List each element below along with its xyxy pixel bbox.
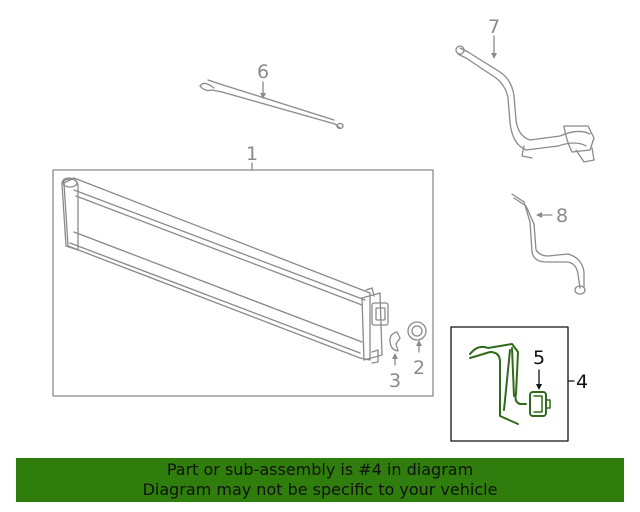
callout-4: 4 bbox=[576, 371, 588, 393]
part-5-detail bbox=[533, 395, 551, 413]
part-2-seal[interactable] bbox=[407, 321, 427, 353]
part-7-bracket bbox=[521, 145, 533, 159]
notice-banner: Part or sub-assembly is #4 in diagram Di… bbox=[16, 458, 624, 502]
cooler-core-fin-line bbox=[69, 242, 361, 354]
cooler-core-top-edge bbox=[73, 189, 366, 301]
callout-2: 2 bbox=[413, 357, 425, 379]
part-7-hose-body-2 bbox=[457, 53, 587, 151]
cooler-bracket bbox=[365, 287, 379, 364]
part-7-end-fitting bbox=[455, 45, 465, 55]
part-5-body bbox=[529, 391, 547, 417]
part-6-tube-body-2 bbox=[207, 79, 335, 121]
part-2-ring-inner bbox=[411, 325, 423, 337]
callout-7: 7 bbox=[488, 16, 500, 38]
cooler-right-fitting-inner bbox=[375, 307, 386, 321]
part-2-ring-outer bbox=[407, 321, 427, 341]
callout-1: 1 bbox=[246, 143, 258, 165]
part-4-assembly[interactable] bbox=[450, 326, 575, 442]
cooler-core-fin-line bbox=[75, 195, 363, 306]
part-5-connector[interactable] bbox=[529, 369, 551, 417]
cooler-core bbox=[63, 177, 371, 361]
cooler-right-fitting bbox=[371, 302, 389, 326]
part-8-pipe-body-2 bbox=[513, 197, 585, 289]
part-5-arrow bbox=[536, 384, 542, 390]
part-6-tube-body bbox=[199, 82, 341, 129]
part-4-frame bbox=[450, 326, 569, 442]
part-4-tube bbox=[469, 343, 527, 405]
part-7-connector-2 bbox=[575, 147, 595, 163]
part-3-clip-shape bbox=[389, 331, 401, 352]
cooler-left-cap bbox=[62, 178, 78, 188]
part-3-clip[interactable] bbox=[389, 331, 401, 366]
part-8-pipe[interactable] bbox=[511, 193, 586, 295]
callout-6: 6 bbox=[257, 61, 269, 83]
part-7-hose[interactable] bbox=[455, 35, 595, 163]
part-1-frame bbox=[52, 169, 434, 397]
part-3-arrow bbox=[392, 353, 398, 359]
part-8-end-fitting bbox=[574, 285, 586, 295]
callout-8: 8 bbox=[556, 205, 568, 227]
banner-line-1: Part or sub-assembly is #4 in diagram bbox=[166, 460, 474, 479]
part-6-arrow bbox=[260, 93, 266, 99]
part-6-fitting bbox=[336, 122, 344, 130]
part-8-arrow bbox=[536, 212, 542, 218]
part-2-arrow bbox=[416, 340, 422, 346]
part-7-hose-body bbox=[459, 47, 591, 141]
callout-5: 5 bbox=[533, 347, 545, 369]
part-4-tube-3 bbox=[503, 347, 515, 411]
cooler-core-fin-line bbox=[73, 231, 363, 343]
callout-3: 3 bbox=[389, 370, 401, 392]
cooler-left-tank bbox=[61, 177, 79, 251]
banner-line-2: Diagram may not be specific to your vehi… bbox=[142, 480, 498, 499]
part-7-connector bbox=[563, 125, 595, 153]
part-7-arrow bbox=[491, 53, 497, 59]
part-8-pipe-body bbox=[511, 193, 581, 289]
part-4-tube-2 bbox=[469, 351, 519, 425]
part-6-tube[interactable] bbox=[199, 79, 344, 130]
part-1-cooler-assembly[interactable] bbox=[52, 162, 434, 397]
